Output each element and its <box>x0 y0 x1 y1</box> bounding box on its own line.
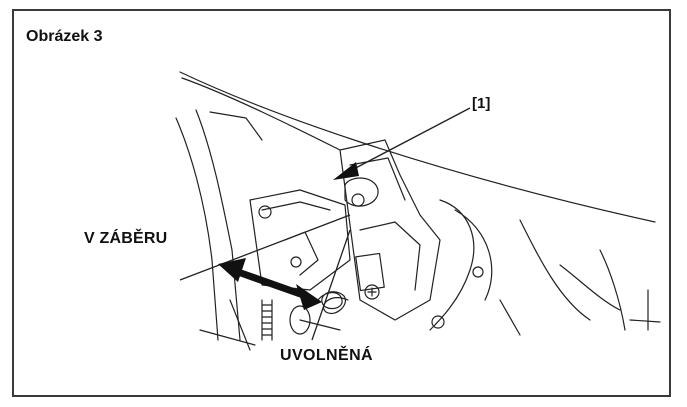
hook-ring <box>344 177 379 207</box>
callout-arrowhead <box>333 162 359 180</box>
callout-label: [1] <box>472 95 491 112</box>
coil-spring <box>317 291 349 314</box>
released-leader-line <box>311 229 351 341</box>
figure-title: Obrázek 3 <box>26 28 103 45</box>
bracket-plate <box>249 189 351 291</box>
released-position-label: UVOLNĚNÁ <box>280 347 373 364</box>
hood-edge-line <box>179 71 656 223</box>
latch-housing <box>339 139 441 321</box>
engaged-leader-line <box>179 214 351 281</box>
callout-arrow-line <box>347 107 471 173</box>
double-arrow-icon <box>218 258 322 310</box>
figure-frame <box>12 9 671 397</box>
engaged-position-label: V ZÁBĚRU <box>84 230 168 247</box>
left-pillar-outline <box>175 117 219 341</box>
